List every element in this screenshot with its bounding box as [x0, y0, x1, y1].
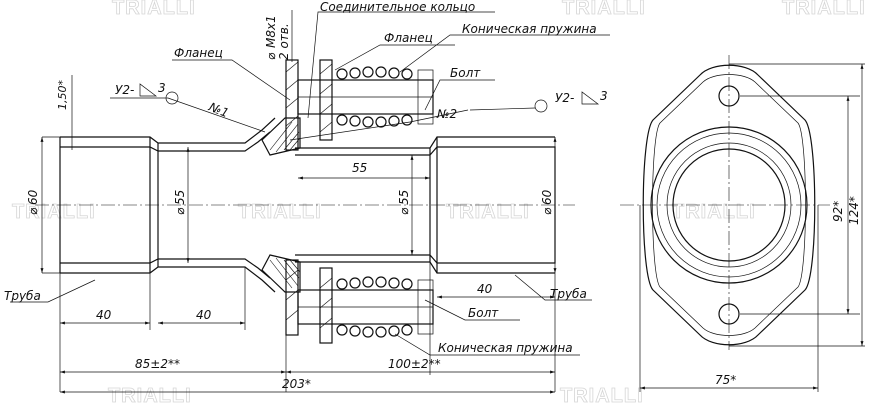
dim-d60-right-sym: ⌀ [540, 207, 554, 215]
dim-d55-left-sym: ⌀ [173, 207, 187, 215]
dim-len-40-b-text: 40 [196, 308, 212, 322]
label-thread: M8x1 [264, 15, 278, 48]
weld-triangle-right [581, 91, 600, 105]
dim-h-124-text: 124* [847, 196, 861, 225]
section-view [10, 10, 610, 394]
left-pipe [59, 117, 276, 293]
leader-weld-left [110, 97, 266, 133]
flange-inner-outline [652, 74, 806, 336]
leader-bolt-top [424, 79, 495, 111]
dim-d55-right-text: 55 [397, 190, 411, 205]
leader-pipe-right [514, 274, 592, 301]
leader-flange-left [172, 59, 291, 101]
leader-flange-top [334, 44, 455, 71]
dim-len-100-text: 100±2** [388, 357, 441, 371]
dim-len-203-text: 203* [282, 377, 311, 391]
watermark: TRIALLI [446, 201, 530, 223]
label-thread-symbol: ⌀ [264, 52, 278, 60]
labels: Соединительное кольцо Фланец Коническая … [4, 0, 608, 391]
flange-right [319, 59, 333, 141]
watermark: TRIALLI [672, 201, 756, 223]
leader-weld-right2 [469, 107, 536, 111]
leader-bolt-bottom [424, 299, 520, 321]
label-weld-right: У2- [555, 91, 574, 105]
label-conical-spring-bottom: Коническая пружина [438, 341, 573, 355]
conical-spring-top [336, 66, 413, 128]
weld-triangle-left [139, 83, 158, 97]
leader-ring [307, 11, 495, 119]
weld-circle-left [165, 91, 179, 105]
label-pipe-right: Труба [550, 287, 587, 301]
bolt-head-top [417, 69, 434, 125]
dim-len-40-a-text: 40 [96, 308, 112, 322]
label-conical-spring-top: Коническая пружина [462, 22, 597, 36]
watermark: TRIALLI [12, 201, 96, 223]
leader-spring-top [399, 34, 610, 73]
label-weld-right-num: 3 [600, 89, 608, 103]
weld-circle-right [534, 99, 548, 113]
leader-spring-bottom [394, 333, 580, 356]
dim-d55-right-sym: ⌀ [397, 207, 411, 215]
label-weld-n1: №1 [206, 99, 231, 120]
watermark: TRIALLI [782, 0, 866, 19]
bolt-head-bottom [417, 279, 434, 335]
flange-hatch [285, 61, 333, 329]
label-pipe-left: Труба [4, 289, 41, 303]
ring-hatch [269, 121, 301, 289]
watermark: TRIALLI [562, 0, 646, 19]
label-bolt-bottom: Болт [468, 306, 499, 320]
label-weld-left: У2- [115, 83, 134, 97]
dim-w-75-text: 75* [715, 373, 736, 387]
dim-d60-right-text: 60 [540, 189, 554, 205]
end-view: 92* 124* 75* [620, 55, 865, 392]
dim-len-55-text: 55 [352, 161, 367, 175]
label-flange-left: Фланец [174, 46, 223, 60]
flange-outline [642, 64, 816, 346]
connecting-ring [261, 117, 301, 293]
watermark: TRIALLI [238, 201, 322, 223]
label-weld-n2: №2 [436, 107, 457, 121]
label-connecting-ring: Соединительное кольцо [320, 0, 475, 14]
dim-wall-text: 1,50* [56, 80, 69, 110]
label-weld-left-num: 3 [158, 81, 166, 95]
label-flange-top: Фланец [384, 31, 433, 45]
label-holes: 2 отв. [277, 23, 291, 60]
dim-len-85-text: 85±2** [135, 357, 180, 371]
dim-d60-left-sym: ⌀ [26, 207, 40, 215]
flange-right-lower [319, 267, 333, 344]
leader-pipe-left [10, 279, 96, 303]
dim-d60-left-text: 60 [26, 189, 40, 205]
watermark-group: TRIALLI TRIALLI TRIALLI TRIALLI TRIALLI … [12, 0, 866, 404]
conical-spring-bottom [336, 276, 413, 338]
dim-h-92-text: 92* [831, 201, 845, 222]
watermark: TRIALLI [112, 0, 196, 19]
dim-d55-left-text: 55 [173, 190, 187, 205]
leader-weld-right [289, 109, 469, 141]
watermark: TRIALLI [560, 385, 644, 404]
watermark: TRIALLI [108, 385, 192, 404]
label-bolt-top: Болт [450, 66, 481, 80]
dim-len-40-c-text: 40 [477, 282, 493, 296]
